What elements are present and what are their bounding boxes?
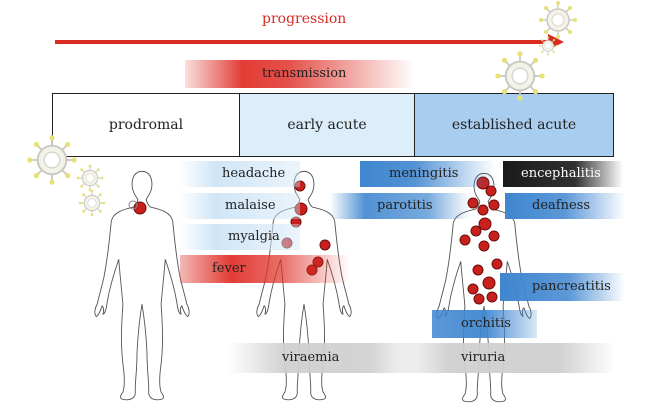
symptom-malaise-band <box>180 193 300 219</box>
complication-meningitis: meningitis <box>389 166 459 181</box>
progression-label: progression <box>262 11 347 27</box>
transmission-label: transmission <box>262 66 347 81</box>
complication-encephalitis: encephalitis <box>521 166 601 181</box>
complication-deafness: deafness <box>532 198 590 213</box>
phase-early-acute: early acute <box>239 93 415 157</box>
spread-viruria: viruria <box>461 350 506 365</box>
complication-pancreatitis: pancreatitis <box>532 279 611 294</box>
spread-viraemia: viraemia <box>282 350 340 365</box>
transmission-band <box>185 60 415 88</box>
virus-particle-icon <box>538 0 578 40</box>
symptom-headache-band <box>180 161 300 187</box>
virus-particle-icon <box>26 134 78 186</box>
viruria-band <box>395 343 615 373</box>
pancreatitis-band <box>500 273 625 301</box>
virus-particle-icon <box>76 164 104 192</box>
symptom-fever-band <box>180 255 350 283</box>
complication-parotitis: parotitis <box>377 198 433 213</box>
progression-arrow <box>55 40 550 44</box>
virus-particle-icon <box>494 50 546 102</box>
symptom-headache: headache <box>222 166 286 181</box>
meningitis-band <box>360 161 495 187</box>
phase-established-acute: established acute <box>414 93 614 157</box>
encephalitis-band <box>503 161 623 187</box>
symptom-myalgia-band <box>180 224 300 250</box>
symptom-malaise: malaise <box>225 198 276 213</box>
symptom-myalgia: myalgia <box>228 229 280 244</box>
parotitis-band <box>330 193 470 219</box>
orchitis-band <box>432 310 537 338</box>
complication-orchitis: orchitis <box>461 316 511 331</box>
virus-particle-icon <box>538 36 558 56</box>
virus-particle-icon <box>78 189 106 217</box>
symptom-fever: fever <box>212 261 246 276</box>
deafness-band <box>505 193 625 219</box>
phase-prodromal: prodromal <box>52 93 240 157</box>
viraemia-band <box>228 343 418 373</box>
